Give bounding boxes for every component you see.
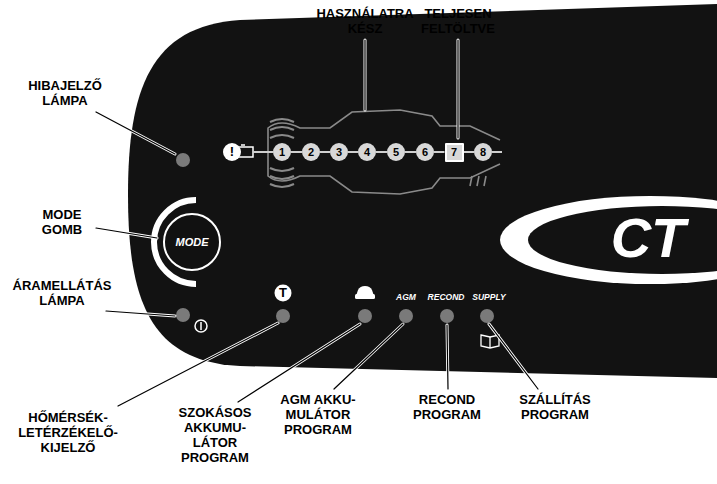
temperature-icon-text: T xyxy=(274,285,292,301)
step-connector xyxy=(320,152,330,153)
manual-icon xyxy=(481,335,499,348)
node-text: 4 xyxy=(364,146,370,158)
leader-lines xyxy=(96,40,538,406)
step-line xyxy=(253,151,273,153)
callout-label: HIBAJELZŐ LÁMPA xyxy=(15,78,115,108)
warning-icon-text: ! xyxy=(223,144,241,160)
charge-curve xyxy=(268,110,500,194)
step-circle: 3 xyxy=(330,143,348,161)
step-connector xyxy=(464,152,475,153)
coil-windings xyxy=(270,119,294,187)
callout-label: HASZNÁLATRA KÉSZ xyxy=(308,6,423,36)
callout-label: SZÁLLÍTÁS PROGRAM xyxy=(505,392,605,422)
logo-swoosh xyxy=(500,196,717,284)
node-text: 3 xyxy=(336,146,342,158)
callout-label: HŐMÉRSÉK- LETÉRZÉKELŐ- KIJELZŐ xyxy=(8,410,128,455)
panel-label: RECOND xyxy=(425,292,467,302)
step-circle: 6 xyxy=(416,143,434,161)
step-connector xyxy=(348,152,358,153)
node-text: 2 xyxy=(308,146,314,158)
callout-label: MODE GOMB xyxy=(31,207,93,237)
node-text: 7 xyxy=(451,146,457,158)
step-square: 7 xyxy=(445,143,464,162)
brand-logo: CT xyxy=(611,208,686,268)
panel-label: SUPPLY xyxy=(468,292,510,302)
step-connector xyxy=(376,152,387,153)
callout-label: SZOKÁSOS AKKUMU- LÁTOR PROGRAM xyxy=(169,405,261,465)
callout-label: ÁRAMELLÁTÁS LÁMPA xyxy=(5,278,120,308)
step-circle: 5 xyxy=(387,143,405,161)
step-circle: 2 xyxy=(302,143,320,161)
step-circle: 8 xyxy=(474,143,492,161)
battery-icon xyxy=(238,147,253,157)
node-text: MODE xyxy=(176,236,209,248)
step-connector xyxy=(291,152,302,153)
node-text: 8 xyxy=(480,146,486,158)
step-connector xyxy=(434,152,445,153)
power-symbol xyxy=(195,320,207,332)
car-body xyxy=(355,294,375,299)
callout-label: AGM AKKU- MULÁTOR PROGRAM xyxy=(271,392,366,437)
step-line xyxy=(492,151,502,153)
temp-icon xyxy=(275,285,292,302)
callout-label: RECOND PROGRAM xyxy=(407,392,487,422)
node-text: 6 xyxy=(422,146,428,158)
node-text: 5 xyxy=(393,146,399,158)
logo-inner xyxy=(528,206,717,274)
node-text: 1 xyxy=(279,146,285,158)
mode-button: MODE xyxy=(163,213,221,271)
step-circle: 1 xyxy=(273,143,291,161)
step-connector xyxy=(405,152,416,153)
panel-label: AGM xyxy=(386,292,426,302)
step-circle: 4 xyxy=(358,143,376,161)
callout-label: TELJESEN FELTÖLTVE xyxy=(408,6,508,36)
charger-panel xyxy=(128,4,717,378)
